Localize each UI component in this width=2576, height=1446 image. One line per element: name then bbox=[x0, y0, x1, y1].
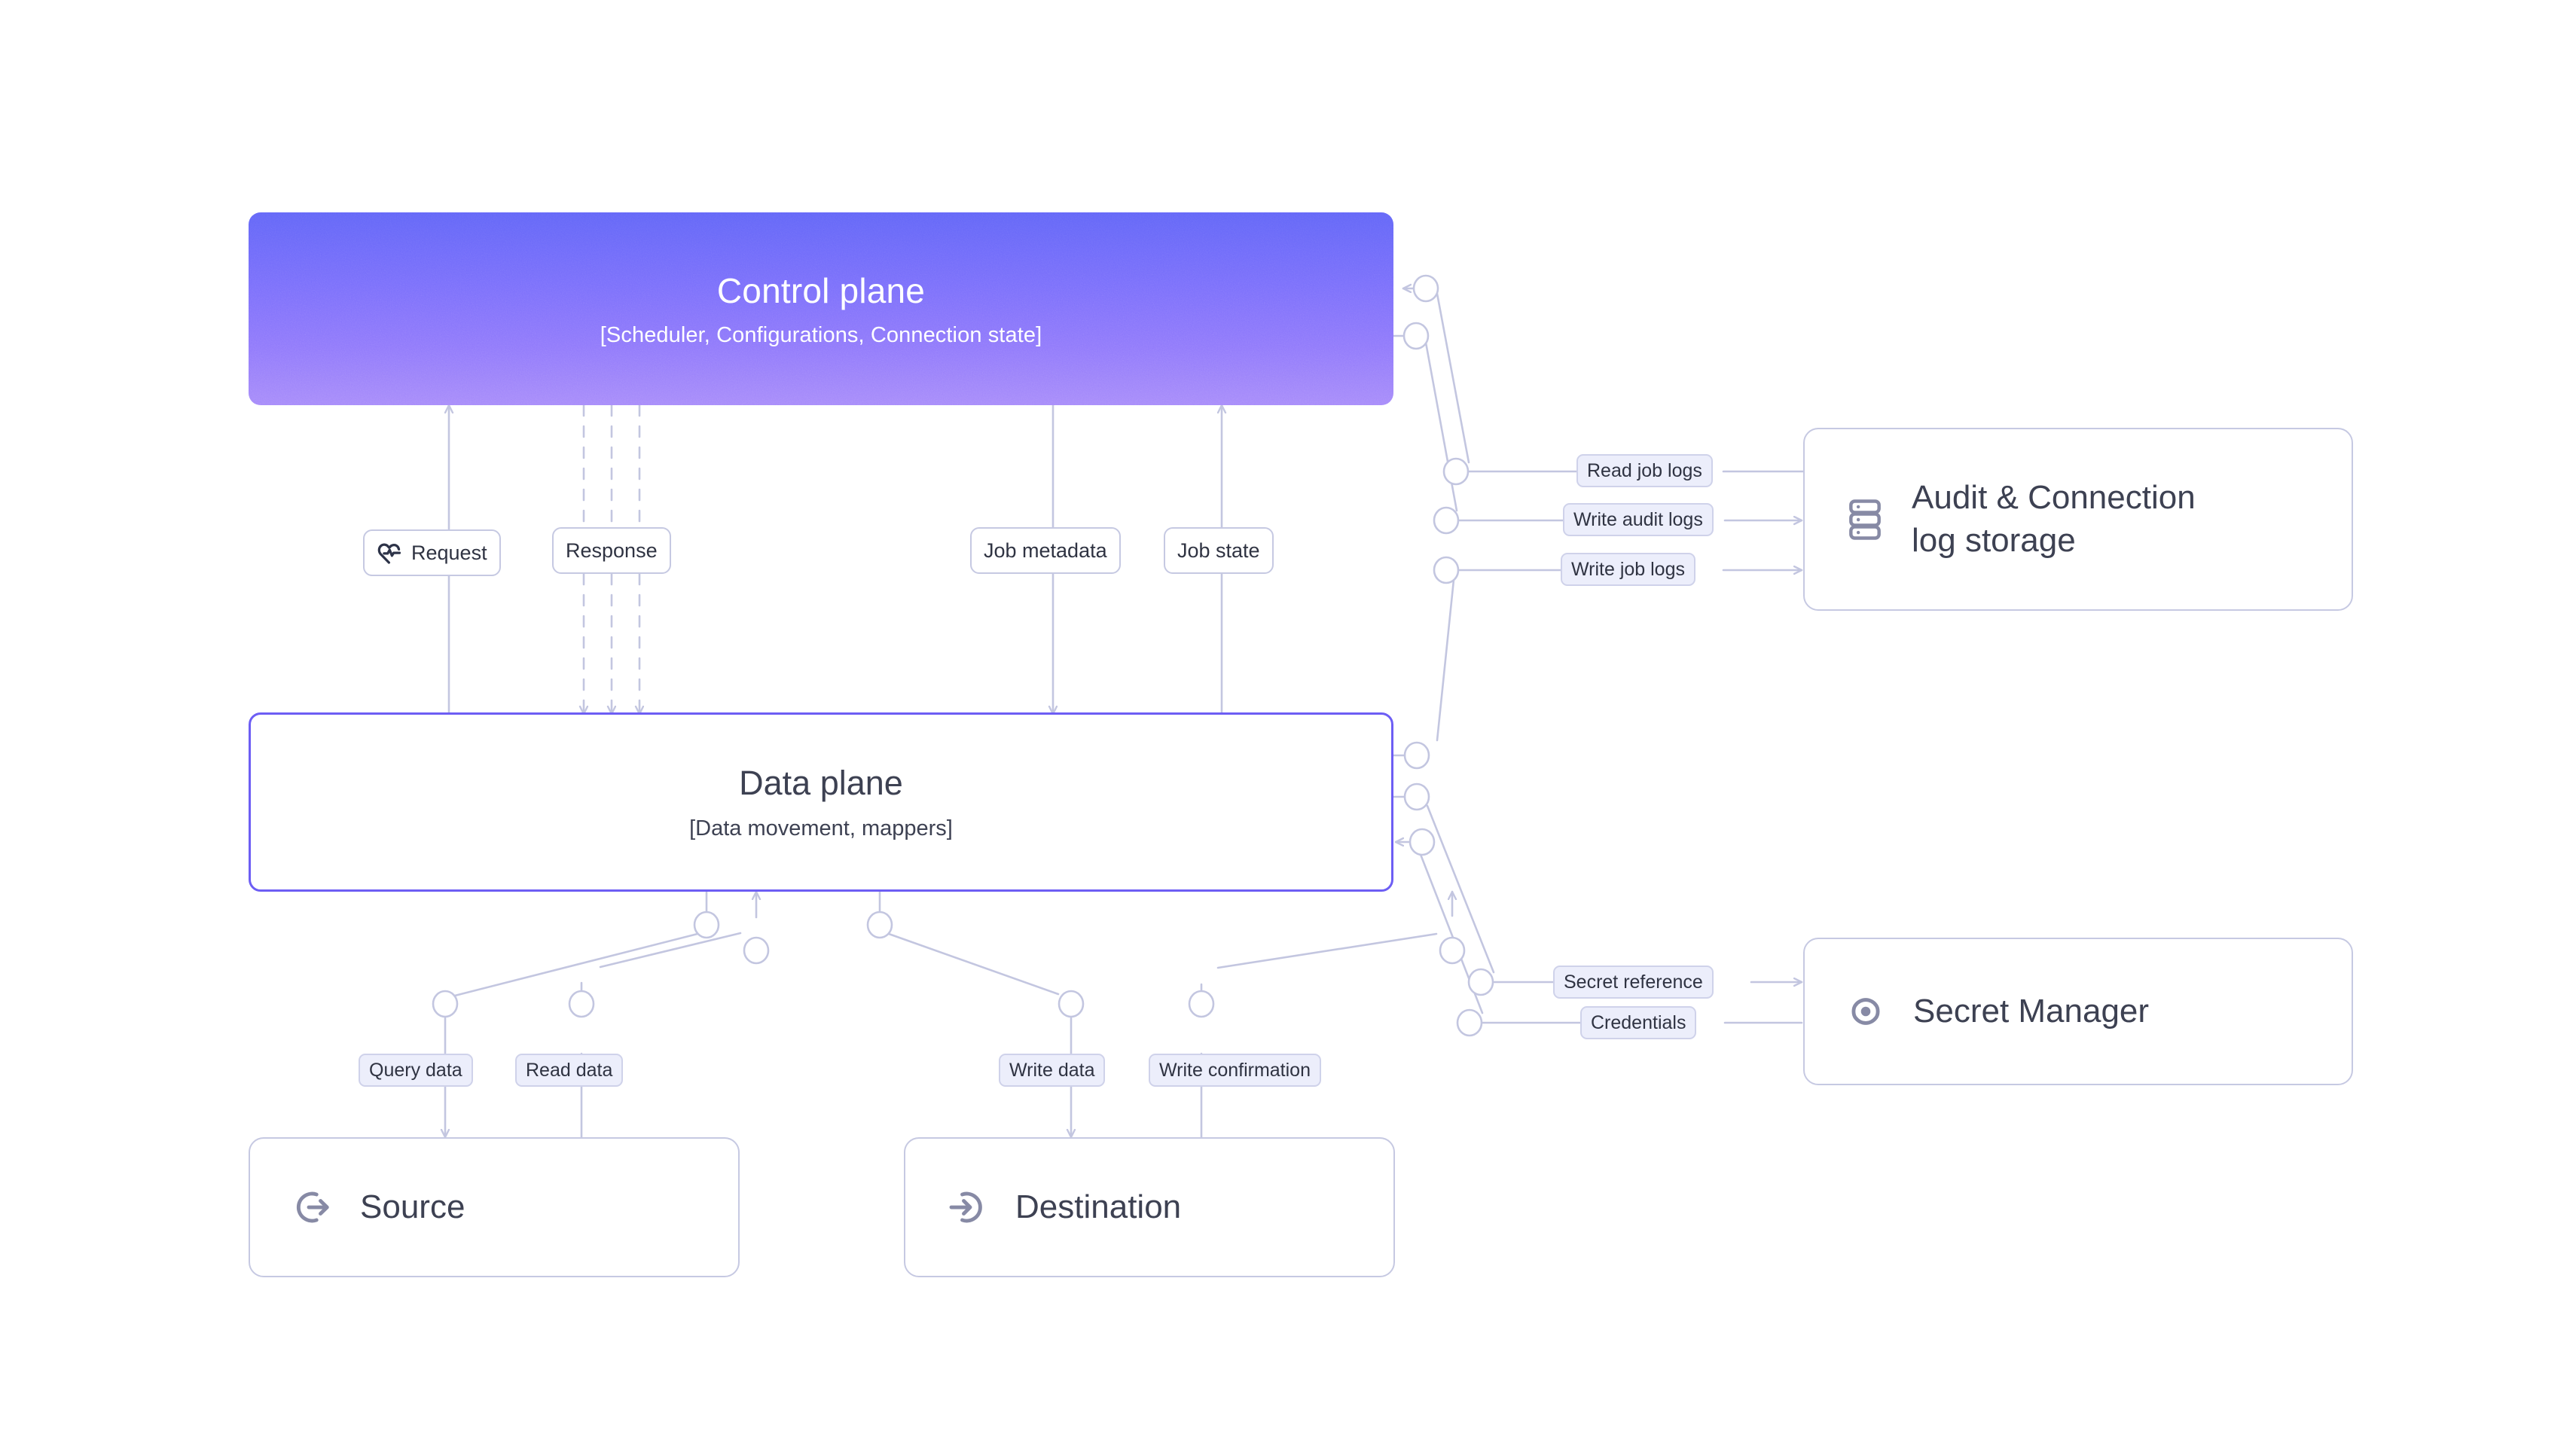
audit-log-storage-label: Audit & Connection log storage bbox=[1912, 477, 2196, 562]
key-target-icon bbox=[1844, 990, 1888, 1033]
chip-query-data[interactable]: Query data bbox=[359, 1054, 473, 1087]
chip-secret-reference[interactable]: Secret reference bbox=[1553, 966, 1714, 999]
edge-secret-ref-diag bbox=[1426, 804, 1495, 974]
chip-request-label: Request bbox=[411, 541, 487, 564]
arrow-enter-circle-icon bbox=[945, 1185, 990, 1230]
audit-log-storage-label-line2: log storage bbox=[1912, 521, 2076, 559]
chip-write-job-logs-label: Write job logs bbox=[1571, 558, 1685, 580]
destination-label: Destination bbox=[1015, 1188, 1182, 1225]
chip-job-metadata-label: Job metadata bbox=[984, 538, 1107, 562]
chip-read-data-label: Read data bbox=[526, 1059, 613, 1081]
pulse-heart-icon bbox=[375, 540, 404, 566]
chip-write-job-logs[interactable]: Write job logs bbox=[1561, 553, 1695, 586]
waypoint-dp-right-2 bbox=[1403, 782, 1430, 811]
chip-request[interactable]: Request bbox=[363, 529, 501, 576]
source-label: Source bbox=[360, 1188, 465, 1225]
waypoint-write-audit-cp bbox=[1402, 322, 1430, 350]
chip-job-metadata[interactable]: Job metadata bbox=[970, 527, 1121, 574]
waypoint-dp-right-3 bbox=[1409, 828, 1436, 856]
chip-write-data[interactable]: Write data bbox=[999, 1054, 1106, 1087]
waypoint-write-data bbox=[1058, 990, 1085, 1018]
chip-job-state-label: Job state bbox=[1177, 538, 1260, 562]
data-plane-subtitle: [Data movement, mappers] bbox=[689, 816, 953, 840]
control-plane-subtitle: [Scheduler, Configurations, Connection s… bbox=[600, 322, 1042, 347]
server-stack-icon bbox=[1844, 496, 1886, 543]
waypoint-write-confirmation bbox=[1188, 990, 1215, 1018]
edge-read-job-logs-diag bbox=[1436, 292, 1470, 464]
chip-query-data-label: Query data bbox=[369, 1059, 462, 1081]
chip-write-data-label: Write data bbox=[1009, 1059, 1095, 1081]
control-plane-title: Control plane bbox=[716, 270, 926, 310]
secret-manager-label: Secret Manager bbox=[1913, 992, 2150, 1030]
chip-write-audit-logs-label: Write audit logs bbox=[1573, 508, 1703, 530]
noise-texture bbox=[249, 212, 1393, 405]
waypoint-dp-right-1 bbox=[1403, 741, 1430, 770]
data-plane-title: Data plane bbox=[739, 763, 903, 802]
waypoint-write-conf-top bbox=[1439, 936, 1466, 965]
edge-write-job-logs-diag bbox=[1436, 578, 1455, 742]
edge-write-conf-diag bbox=[1216, 932, 1438, 969]
connector-waypoints bbox=[432, 274, 1494, 1037]
chip-write-confirmation-label: Write confirmation bbox=[1159, 1059, 1311, 1081]
chip-read-job-logs[interactable]: Read job logs bbox=[1576, 454, 1713, 487]
chip-read-job-logs-label: Read job logs bbox=[1587, 459, 1702, 481]
chip-read-data[interactable]: Read data bbox=[515, 1054, 624, 1087]
waypoint-query-top bbox=[693, 911, 720, 939]
chip-write-confirmation[interactable]: Write confirmation bbox=[1149, 1054, 1321, 1087]
node-audit-log-storage[interactable]: Audit & Connection log storage bbox=[1803, 428, 2353, 611]
node-destination[interactable]: Destination bbox=[904, 1137, 1395, 1277]
waypoint-secret-reference bbox=[1467, 968, 1494, 996]
chip-response[interactable]: Response bbox=[552, 527, 671, 574]
edge-query-diag bbox=[450, 932, 702, 998]
chip-credentials[interactable]: Credentials bbox=[1580, 1006, 1697, 1039]
edge-write-data-diag bbox=[887, 932, 1060, 996]
waypoint-credentials bbox=[1456, 1008, 1483, 1037]
waypoint-write-audit-logs bbox=[1433, 506, 1460, 535]
chip-response-label: Response bbox=[566, 538, 658, 562]
node-source[interactable]: Source bbox=[249, 1137, 740, 1277]
node-data-plane[interactable]: Data plane [Data movement, mappers] bbox=[249, 712, 1393, 892]
waypoint-read-data bbox=[568, 990, 595, 1018]
node-secret-manager[interactable]: Secret Manager bbox=[1803, 938, 2353, 1085]
waypoint-write-job-logs bbox=[1433, 556, 1460, 584]
chip-credentials-label: Credentials bbox=[1591, 1011, 1686, 1033]
node-control-plane[interactable]: Control plane [Scheduler, Configurations… bbox=[249, 212, 1393, 405]
chip-write-audit-logs[interactable]: Write audit logs bbox=[1563, 503, 1714, 536]
waypoint-read-data-top bbox=[743, 936, 770, 965]
edge-write-audit-diag bbox=[1424, 341, 1458, 512]
waypoint-read-job-logs bbox=[1442, 457, 1470, 486]
edge-read-data-diag bbox=[599, 932, 742, 969]
audit-log-storage-label-line1: Audit & Connection bbox=[1912, 479, 2196, 517]
waypoint-read-job-logs-cp bbox=[1412, 274, 1439, 303]
arrow-exit-circle-icon bbox=[289, 1185, 334, 1230]
waypoint-write-data-top bbox=[866, 911, 893, 939]
waypoint-query-data bbox=[432, 990, 459, 1018]
chip-secret-reference-label: Secret reference bbox=[1564, 971, 1703, 993]
chip-job-state[interactable]: Job state bbox=[1164, 527, 1274, 574]
